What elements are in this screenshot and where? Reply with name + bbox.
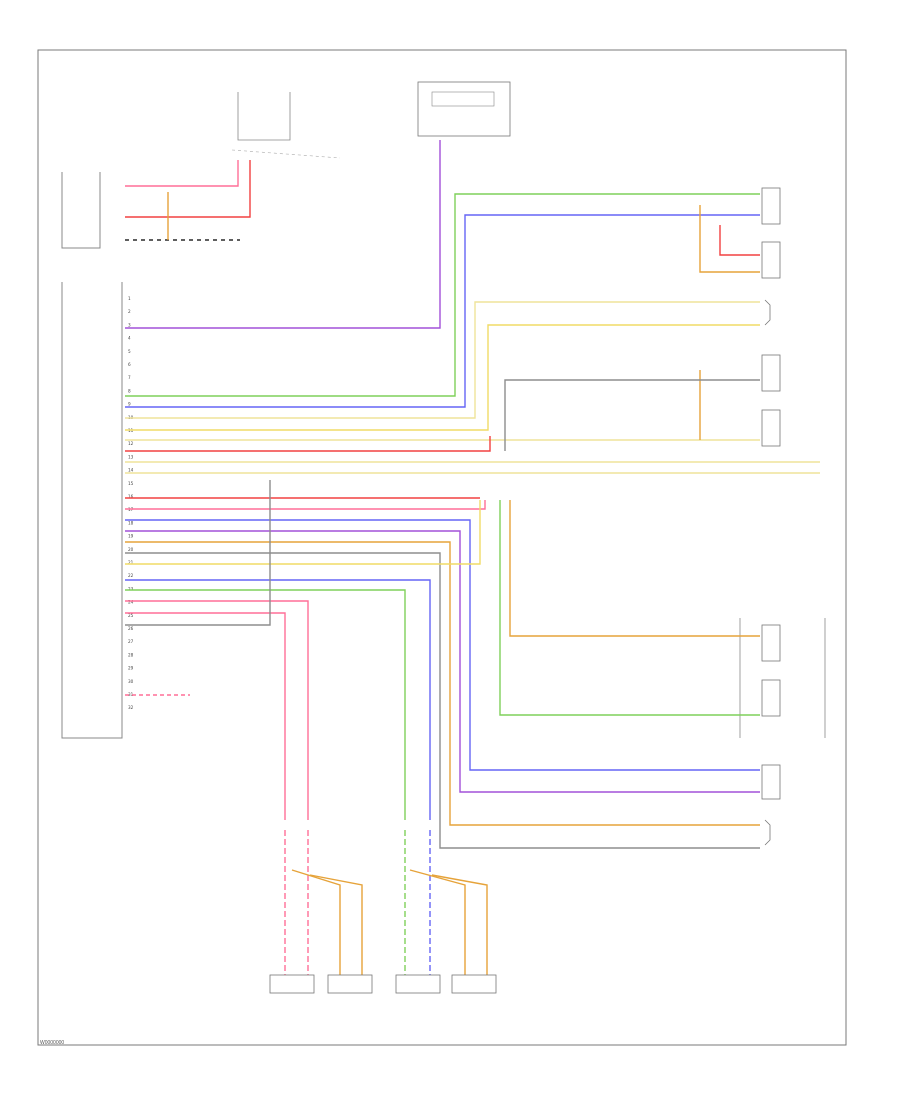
drop-orange-a xyxy=(291,869,341,975)
diagram-frame xyxy=(37,49,847,1046)
wire-red-1 xyxy=(125,160,251,218)
drop-orange-c xyxy=(409,869,466,975)
drop-orange-d xyxy=(431,874,488,975)
wire-grey-2 xyxy=(125,552,760,849)
wire-blue-2 xyxy=(125,519,760,771)
tweeter-symbols xyxy=(764,299,771,846)
amp-pin-number: 8 xyxy=(128,388,131,393)
diagram-code: W0000000 xyxy=(40,1040,65,1046)
wire-red-rf xyxy=(719,225,760,256)
wire-orange-rf xyxy=(699,205,760,273)
amp-pin-number: 1 xyxy=(128,296,131,301)
wire-grey-lf xyxy=(504,379,760,451)
amp-pin-number: 3 xyxy=(128,322,131,327)
amp-pin-number: 16 xyxy=(128,494,134,499)
amp-pin-number: 14 xyxy=(128,468,134,473)
amp-pin-number: 25 xyxy=(128,613,134,618)
wire-lightyellow-1 xyxy=(125,301,760,419)
amp-pin-number: 28 xyxy=(128,652,134,657)
wire-pink-1 xyxy=(125,160,239,187)
amp-pin-number: 22 xyxy=(128,573,134,578)
wire-orange-2 xyxy=(125,541,760,826)
wire-green-3 xyxy=(125,589,406,820)
amp-pin-number: 9 xyxy=(128,402,131,407)
amp-pin-number: 21 xyxy=(128,560,134,565)
wire-red-2 xyxy=(125,436,491,452)
amp-pin-number: 32 xyxy=(128,705,134,710)
wire-pink-2 xyxy=(125,500,486,510)
wire-blue-3 xyxy=(125,579,431,820)
amp-pin-number: 20 xyxy=(128,547,134,552)
amp-pin-number: 6 xyxy=(128,362,131,367)
wire-purple-2 xyxy=(125,530,760,793)
wire-green-rr xyxy=(499,500,760,716)
wire-orange-rr xyxy=(509,500,760,637)
wires xyxy=(125,140,820,975)
amplifier-module: 1234567891011121314151617181920212223242… xyxy=(61,172,134,739)
amp-pin-number: 7 xyxy=(128,375,131,380)
wire-grey-shield xyxy=(125,480,271,626)
wire-pink-3 xyxy=(125,600,309,820)
amp-pin-number: 18 xyxy=(128,520,134,525)
amp-pin-number: 19 xyxy=(128,534,134,539)
amp-pin-number: 5 xyxy=(128,349,131,354)
amp-pin-number: 26 xyxy=(128,626,134,631)
right-front-speakers xyxy=(739,187,826,800)
amp-pin-number: 12 xyxy=(128,441,134,446)
rear-speakers xyxy=(269,974,497,994)
amp-pin-number: 23 xyxy=(128,586,134,591)
amp-pin-number: 31 xyxy=(128,692,134,697)
amp-pin-number: 2 xyxy=(128,309,131,314)
fuse-block xyxy=(417,81,511,137)
wire-purple-fuse xyxy=(125,140,441,329)
wire-yellow-2 xyxy=(125,500,481,565)
amp-pin-number: 13 xyxy=(128,454,134,459)
amp-pin-numbers: 1234567891011121314151617181920212223242… xyxy=(128,296,134,710)
drop-orange-b xyxy=(309,874,363,975)
amp-pin-number: 27 xyxy=(128,639,134,644)
amp-pin-number: 24 xyxy=(128,600,134,605)
wire-pink-4 xyxy=(125,612,286,820)
wire-blue-top xyxy=(125,214,760,408)
amp-pin-number: 4 xyxy=(128,336,131,341)
amp-pin-number: 15 xyxy=(128,481,134,486)
wire-yellow-1 xyxy=(125,324,760,431)
wire-green-top xyxy=(125,193,760,397)
radio-connector xyxy=(231,92,341,159)
amp-pin-number: 29 xyxy=(128,666,134,671)
amp-pin-number: 30 xyxy=(128,679,134,684)
